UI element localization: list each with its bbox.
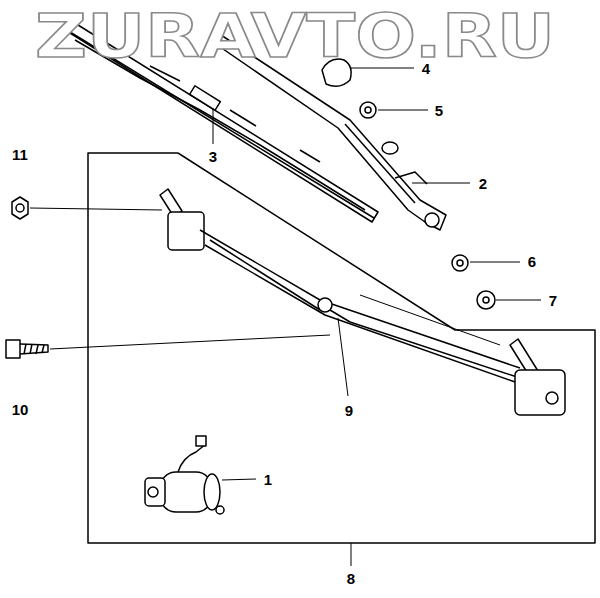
callout-number: 5: [435, 103, 443, 118]
washer: [477, 291, 495, 309]
callout-number: 1: [264, 472, 272, 487]
callout-number: 11: [12, 147, 28, 162]
callout-number: 9: [345, 403, 353, 418]
callout-number: 4: [422, 61, 430, 76]
assembly-outline: [88, 153, 595, 543]
wiper-motor: [145, 436, 224, 514]
callout-number: 7: [549, 293, 557, 308]
nut: [452, 255, 468, 271]
callout-number: 10: [12, 402, 29, 417]
callout-number: 6: [528, 254, 536, 269]
nut: [12, 197, 28, 219]
bolt: [6, 340, 48, 358]
callout-number: 2: [479, 176, 487, 191]
callout-number: 8: [347, 571, 355, 586]
callout-number: 3: [209, 149, 217, 164]
wiper-linkage: [160, 189, 565, 415]
watermark: ZURAVTO.RU: [35, 6, 555, 66]
leader-lines: [30, 68, 541, 566]
nut: [360, 102, 376, 118]
